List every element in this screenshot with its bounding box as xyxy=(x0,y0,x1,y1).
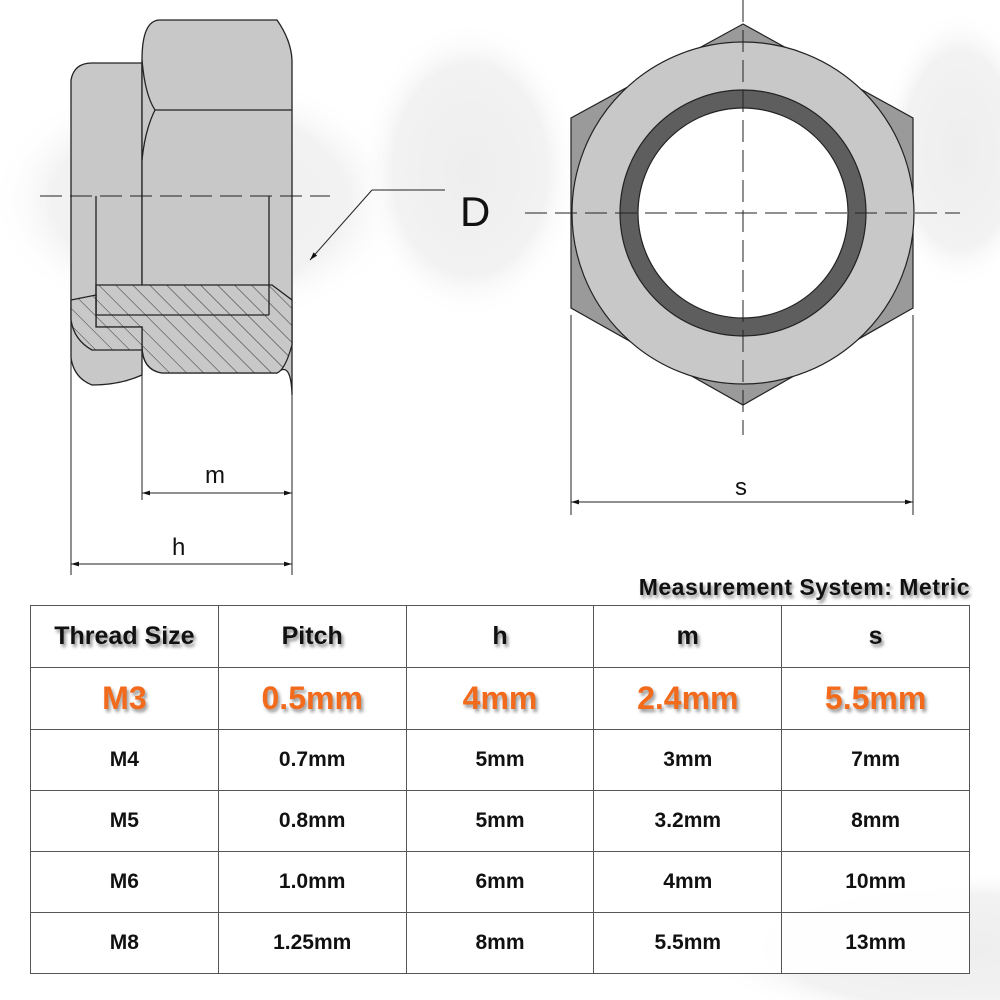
cell-s: 7mm xyxy=(781,729,970,791)
cell-pitch: 0.5mm xyxy=(217,667,407,730)
table-header-row: Thread Size Pitch h m s xyxy=(30,605,970,668)
label-h: h xyxy=(172,534,186,561)
cell-pitch: 1.25mm xyxy=(217,912,407,974)
technical-drawing xyxy=(40,0,960,575)
cell-h: 5mm xyxy=(405,790,595,852)
cell-s: 13mm xyxy=(781,912,970,974)
cell-pitch: 0.7mm xyxy=(217,729,407,791)
cell-h: 5mm xyxy=(405,729,595,791)
side-view-nut xyxy=(70,19,293,575)
cell-s: 10mm xyxy=(781,851,970,913)
cell-size: M6 xyxy=(30,851,219,913)
table-row: M5 0.8mm 5mm 3.2mm 8mm xyxy=(30,790,970,852)
table-row: M6 1.0mm 6mm 4mm 10mm xyxy=(30,851,970,913)
cell-pitch: 0.8mm xyxy=(217,790,407,852)
cell-s: 8mm xyxy=(781,790,970,852)
header-m: m xyxy=(593,605,783,668)
header-thread-size: Thread Size xyxy=(30,605,219,668)
cell-h: 8mm xyxy=(405,912,595,974)
spec-table: Thread Size Pitch h m s M3 0.5mm 4mm 2.4… xyxy=(30,605,970,974)
cell-size: M5 xyxy=(30,790,219,852)
cell-m: 5.5mm xyxy=(593,912,783,974)
cell-s: 5.5mm xyxy=(781,667,970,730)
cell-h: 4mm xyxy=(405,667,595,730)
cell-size: M4 xyxy=(30,729,219,791)
cell-m: 4mm xyxy=(593,851,783,913)
cell-m: 2.4mm xyxy=(593,667,783,730)
cell-pitch: 1.0mm xyxy=(217,851,407,913)
cell-h: 6mm xyxy=(405,851,595,913)
table-row: M4 0.7mm 5mm 3mm 7mm xyxy=(30,729,970,791)
label-m: m xyxy=(205,462,225,489)
header-h: h xyxy=(405,605,595,668)
table-row: M8 1.25mm 8mm 5.5mm 13mm xyxy=(30,912,970,974)
cell-m: 3mm xyxy=(593,729,783,791)
cell-size: M3 xyxy=(30,667,219,730)
table-row-highlighted: M3 0.5mm 4mm 2.4mm 5.5mm xyxy=(30,667,970,730)
header-pitch: Pitch xyxy=(217,605,407,668)
cell-m: 3.2mm xyxy=(593,790,783,852)
top-view-nut xyxy=(570,23,915,406)
cell-size: M8 xyxy=(30,912,219,974)
measurement-system-title: Measurement System: Metric xyxy=(638,574,970,600)
d-leader-arrow xyxy=(309,189,445,261)
header-s: s xyxy=(781,605,970,668)
label-d: D xyxy=(460,188,491,235)
label-s: s xyxy=(735,474,747,501)
